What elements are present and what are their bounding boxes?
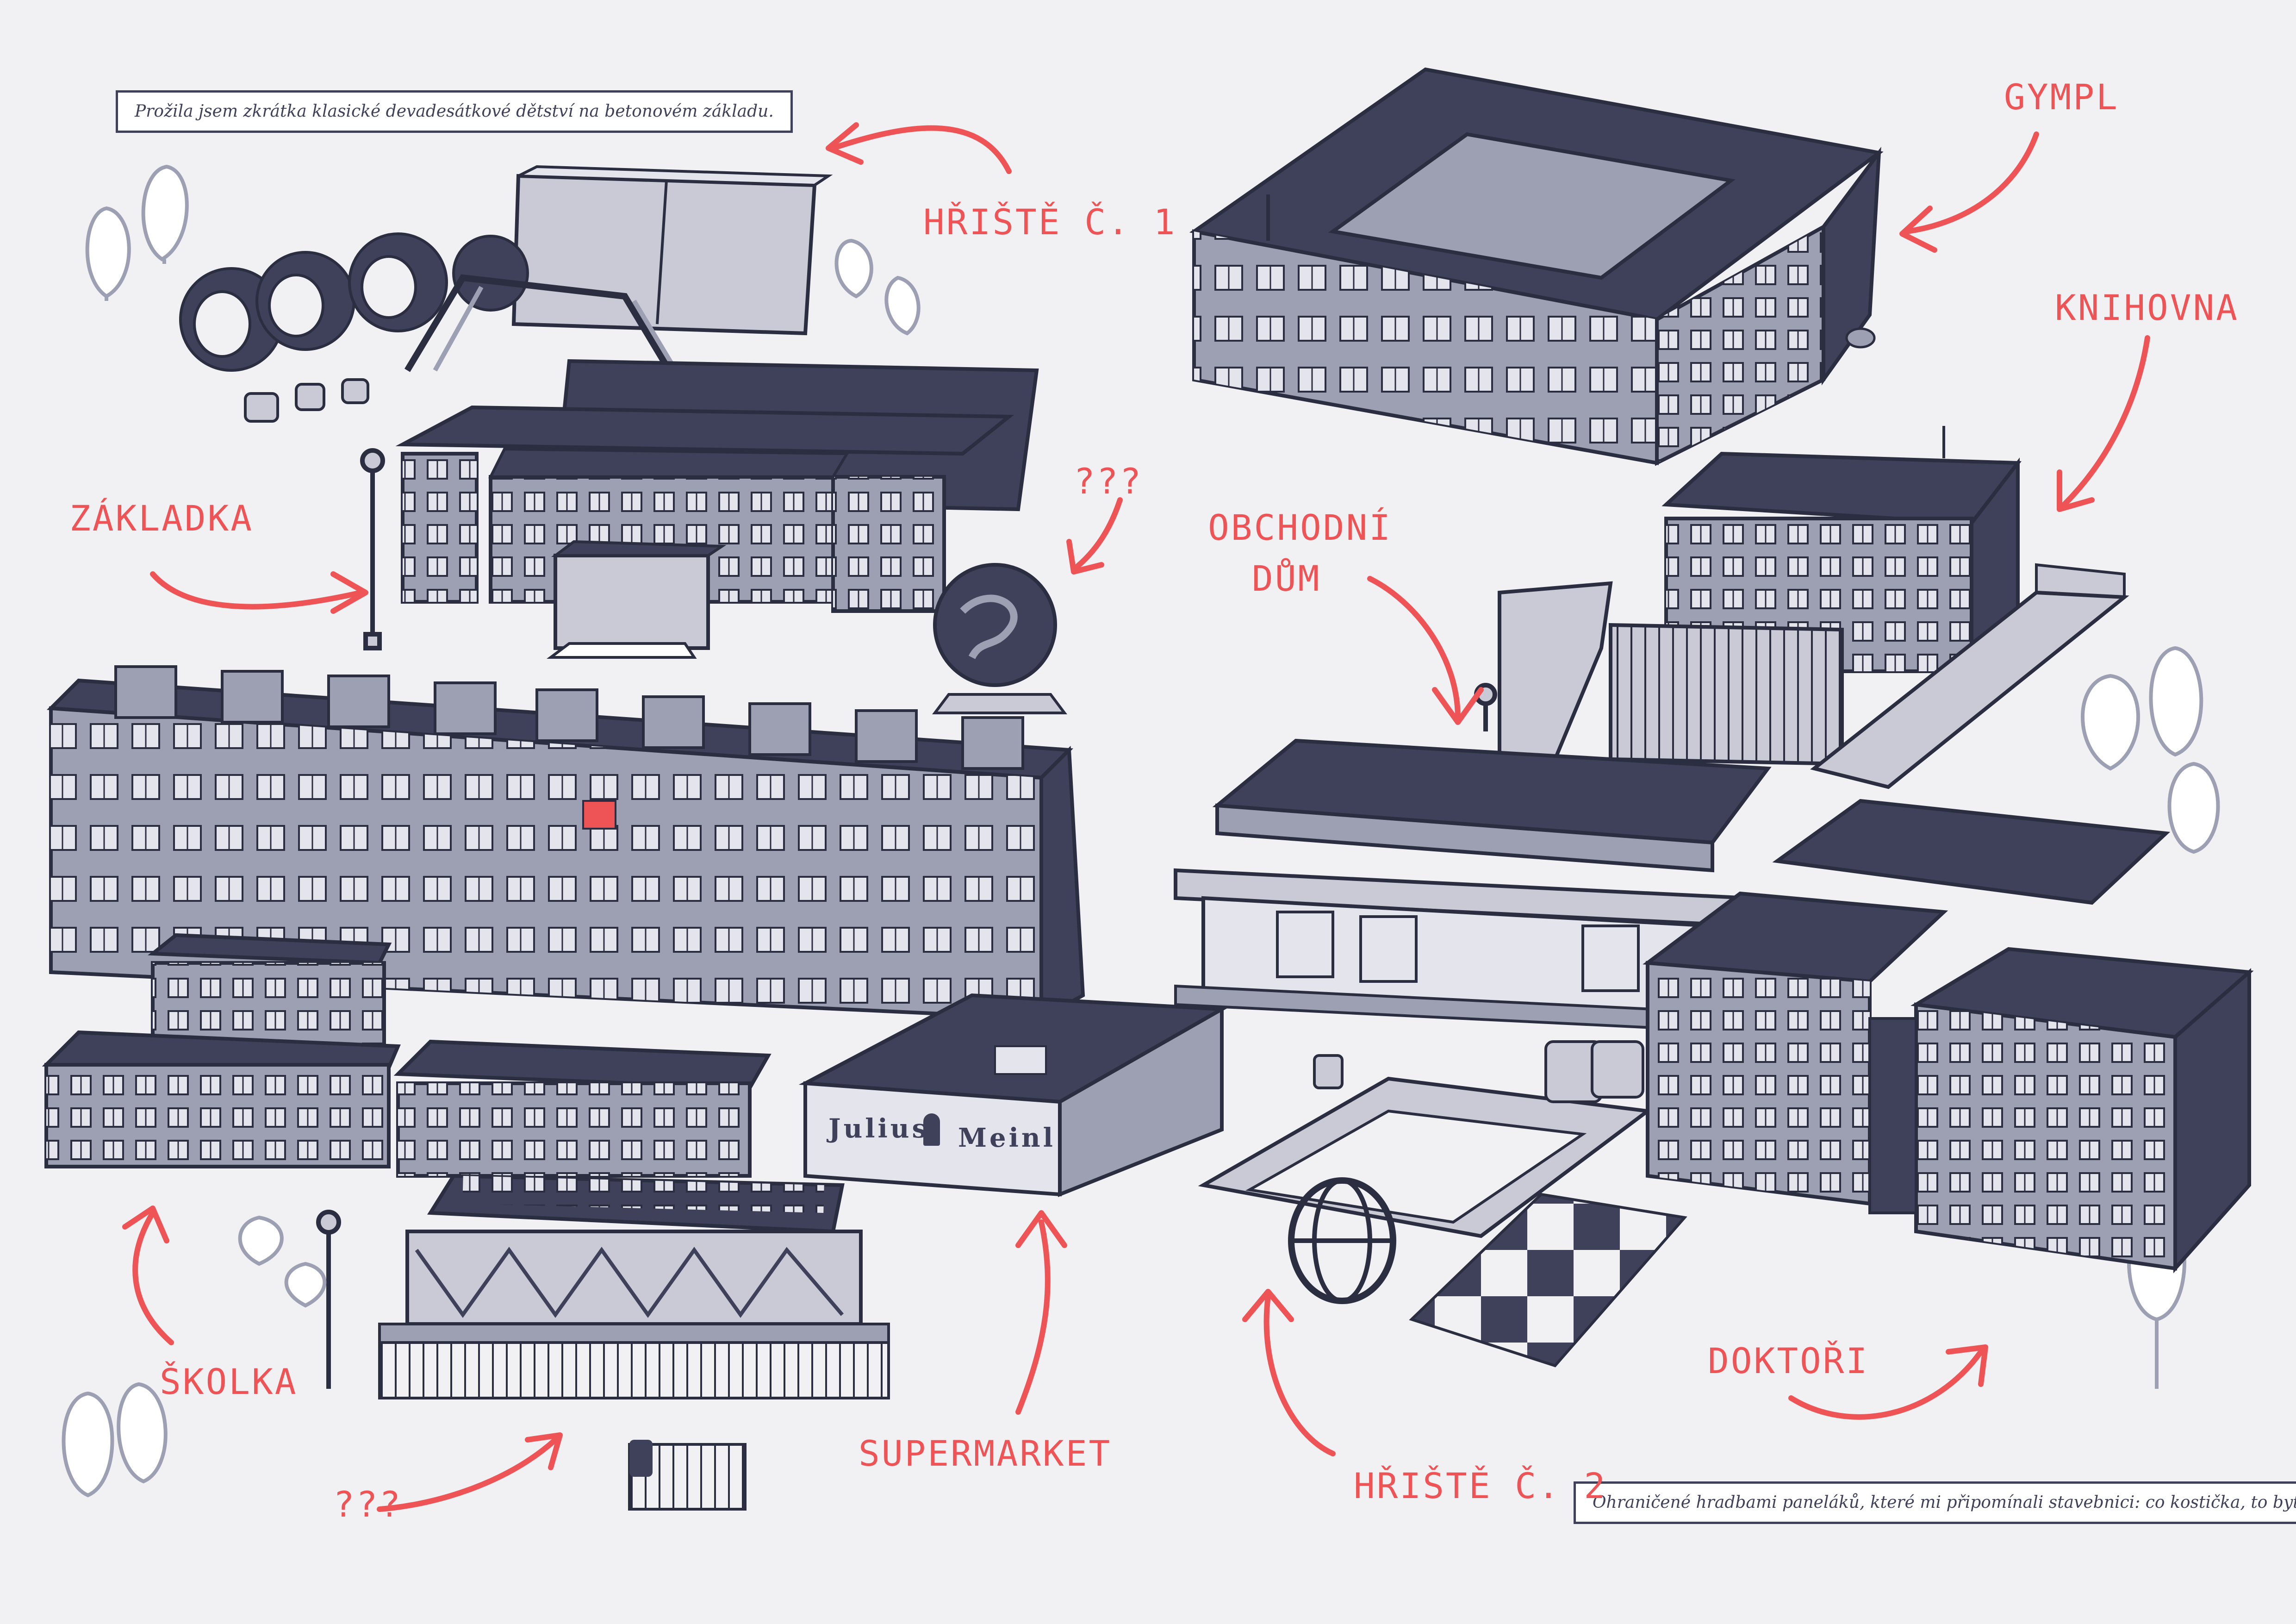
supermarket-building <box>798 993 1228 1197</box>
caption-bottom-right: Ohraničené hradbami paneláků, které mi p… <box>1574 1481 2296 1524</box>
abandoned-building <box>378 1174 890 1511</box>
grammar-school-building <box>1189 67 1884 466</box>
library-building <box>1498 426 2129 789</box>
rooftop-boxes <box>114 665 1024 770</box>
bollards <box>244 378 369 423</box>
concrete-pipes <box>179 232 529 372</box>
caption-top-left: Prožila jsem zkrátka klasické devadesátk… <box>116 90 793 133</box>
trees-top-left <box>85 164 921 336</box>
trash-bins <box>1313 1040 1644 1103</box>
label-library: KNIHOVNA <box>2055 287 2240 328</box>
label-question-top: ??? <box>1074 461 1143 502</box>
annotation-arrows <box>122 122 2150 1512</box>
playground-1 <box>179 165 833 423</box>
supermarket-logo-icon <box>923 1113 940 1146</box>
label-department-store-line2: DŮM <box>1252 558 1321 599</box>
medical-center <box>1643 799 2254 1274</box>
globe-sculpture <box>932 563 1067 714</box>
label-doctors: DOKTOŘI <box>1708 1340 1869 1381</box>
kindergarten-pavilions <box>42 933 772 1178</box>
street-lamps <box>316 448 1497 1389</box>
label-grammar-school: GYMPL <box>2004 76 2119 118</box>
label-department-store-line1: OBCHODNÍ <box>1208 507 1393 548</box>
playground-2 <box>1198 1040 1687 1368</box>
label-question-bottom: ??? <box>333 1484 403 1525</box>
supermarket-sign-word1: Julius <box>828 1113 929 1144</box>
label-playground-2: HŘIŠTĚ Č. 2 <box>1354 1465 1607 1506</box>
label-kindergarten: ŠKOLKA <box>160 1361 298 1402</box>
label-supermarket: SUPERMARKET <box>859 1433 1112 1474</box>
label-playground-1: HŘIŠTĚ Č. 1 <box>923 201 1177 243</box>
primary-school-building <box>395 359 1039 659</box>
trees-bottom-left <box>62 1215 327 1498</box>
label-primary-school: ZÁKLADKA <box>69 498 254 539</box>
supermarket-sign-word2: Meinl <box>958 1123 1056 1153</box>
